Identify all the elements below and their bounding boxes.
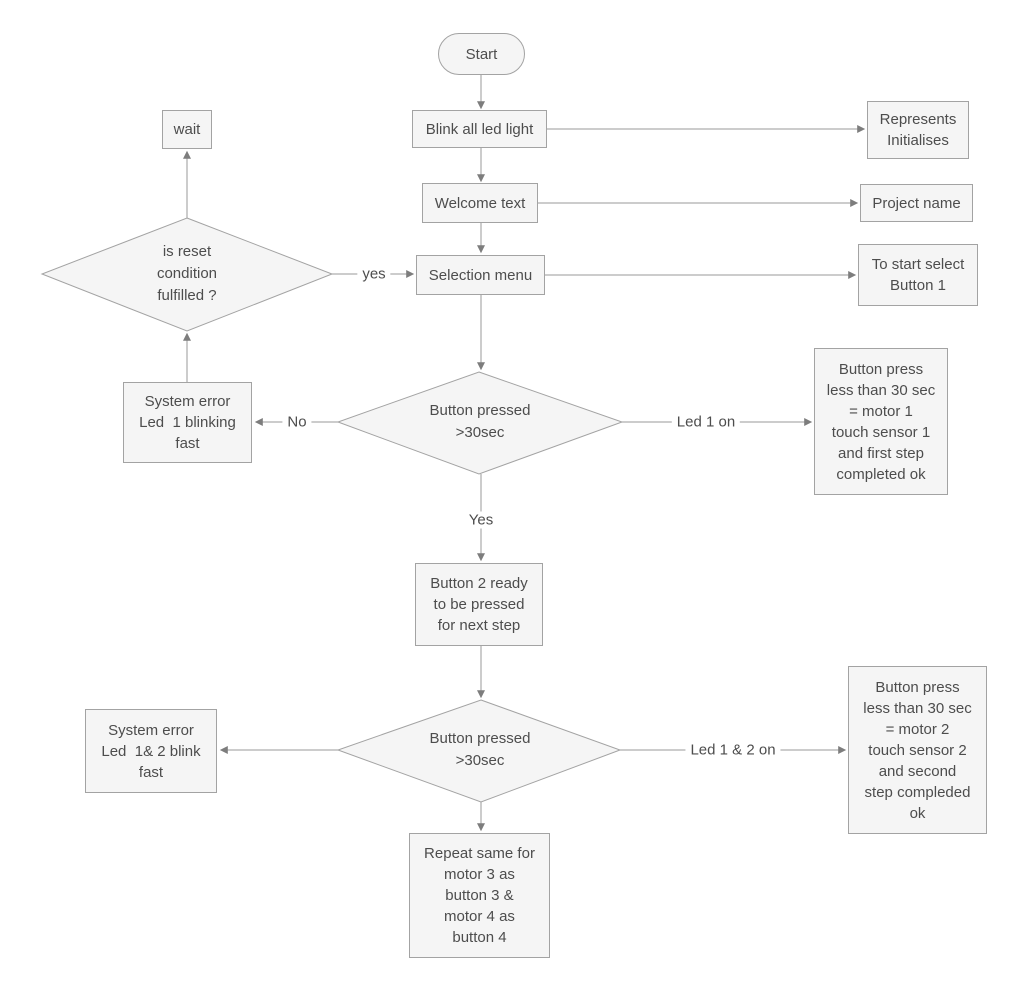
node-system-error-2: System error Led 1& 2 blink fast [85, 709, 217, 793]
node-repeat-same: Repeat same for motor 3 as button 3 & mo… [409, 833, 550, 958]
diamond-reset-check [40, 217, 334, 332]
label-decision2: Button pressed >30sec [429, 730, 531, 769]
edge-label-led1-on: Led 1 on [671, 413, 741, 431]
node-start: Start [438, 33, 525, 75]
diamond-decision1 [336, 371, 624, 475]
label-decision1: Button pressed >30sec [429, 402, 531, 441]
node-welcome-text: Welcome text [422, 183, 538, 223]
edge-label-yes-reset: yes [357, 265, 391, 283]
edge-label-yes-decision1: Yes [463, 511, 499, 529]
node-button2-ready: Button 2 ready to be pressed for next st… [415, 563, 543, 646]
edge-label-no-decision1: No [282, 413, 312, 431]
note-start-select-button1: To start select Button 1 [858, 244, 978, 306]
note-motor1-step: Button press less than 30 sec = motor 1 … [814, 348, 948, 495]
label-reset-check: is reset condition fulfilled ? [156, 243, 218, 304]
node-wait: wait [162, 110, 212, 149]
node-selection-menu: Selection menu [416, 255, 545, 295]
note-represents-initialises: Represents Initialises [867, 101, 969, 159]
node-system-error-1: System error Led 1 blinking fast [123, 382, 252, 463]
note-motor2-step: Button press less than 30 sec = motor 2 … [848, 666, 987, 834]
node-blink-all-led: Blink all led light [412, 110, 547, 148]
note-project-name: Project name [860, 184, 973, 222]
edge-label-led1-2-on: Led 1 & 2 on [685, 741, 781, 759]
